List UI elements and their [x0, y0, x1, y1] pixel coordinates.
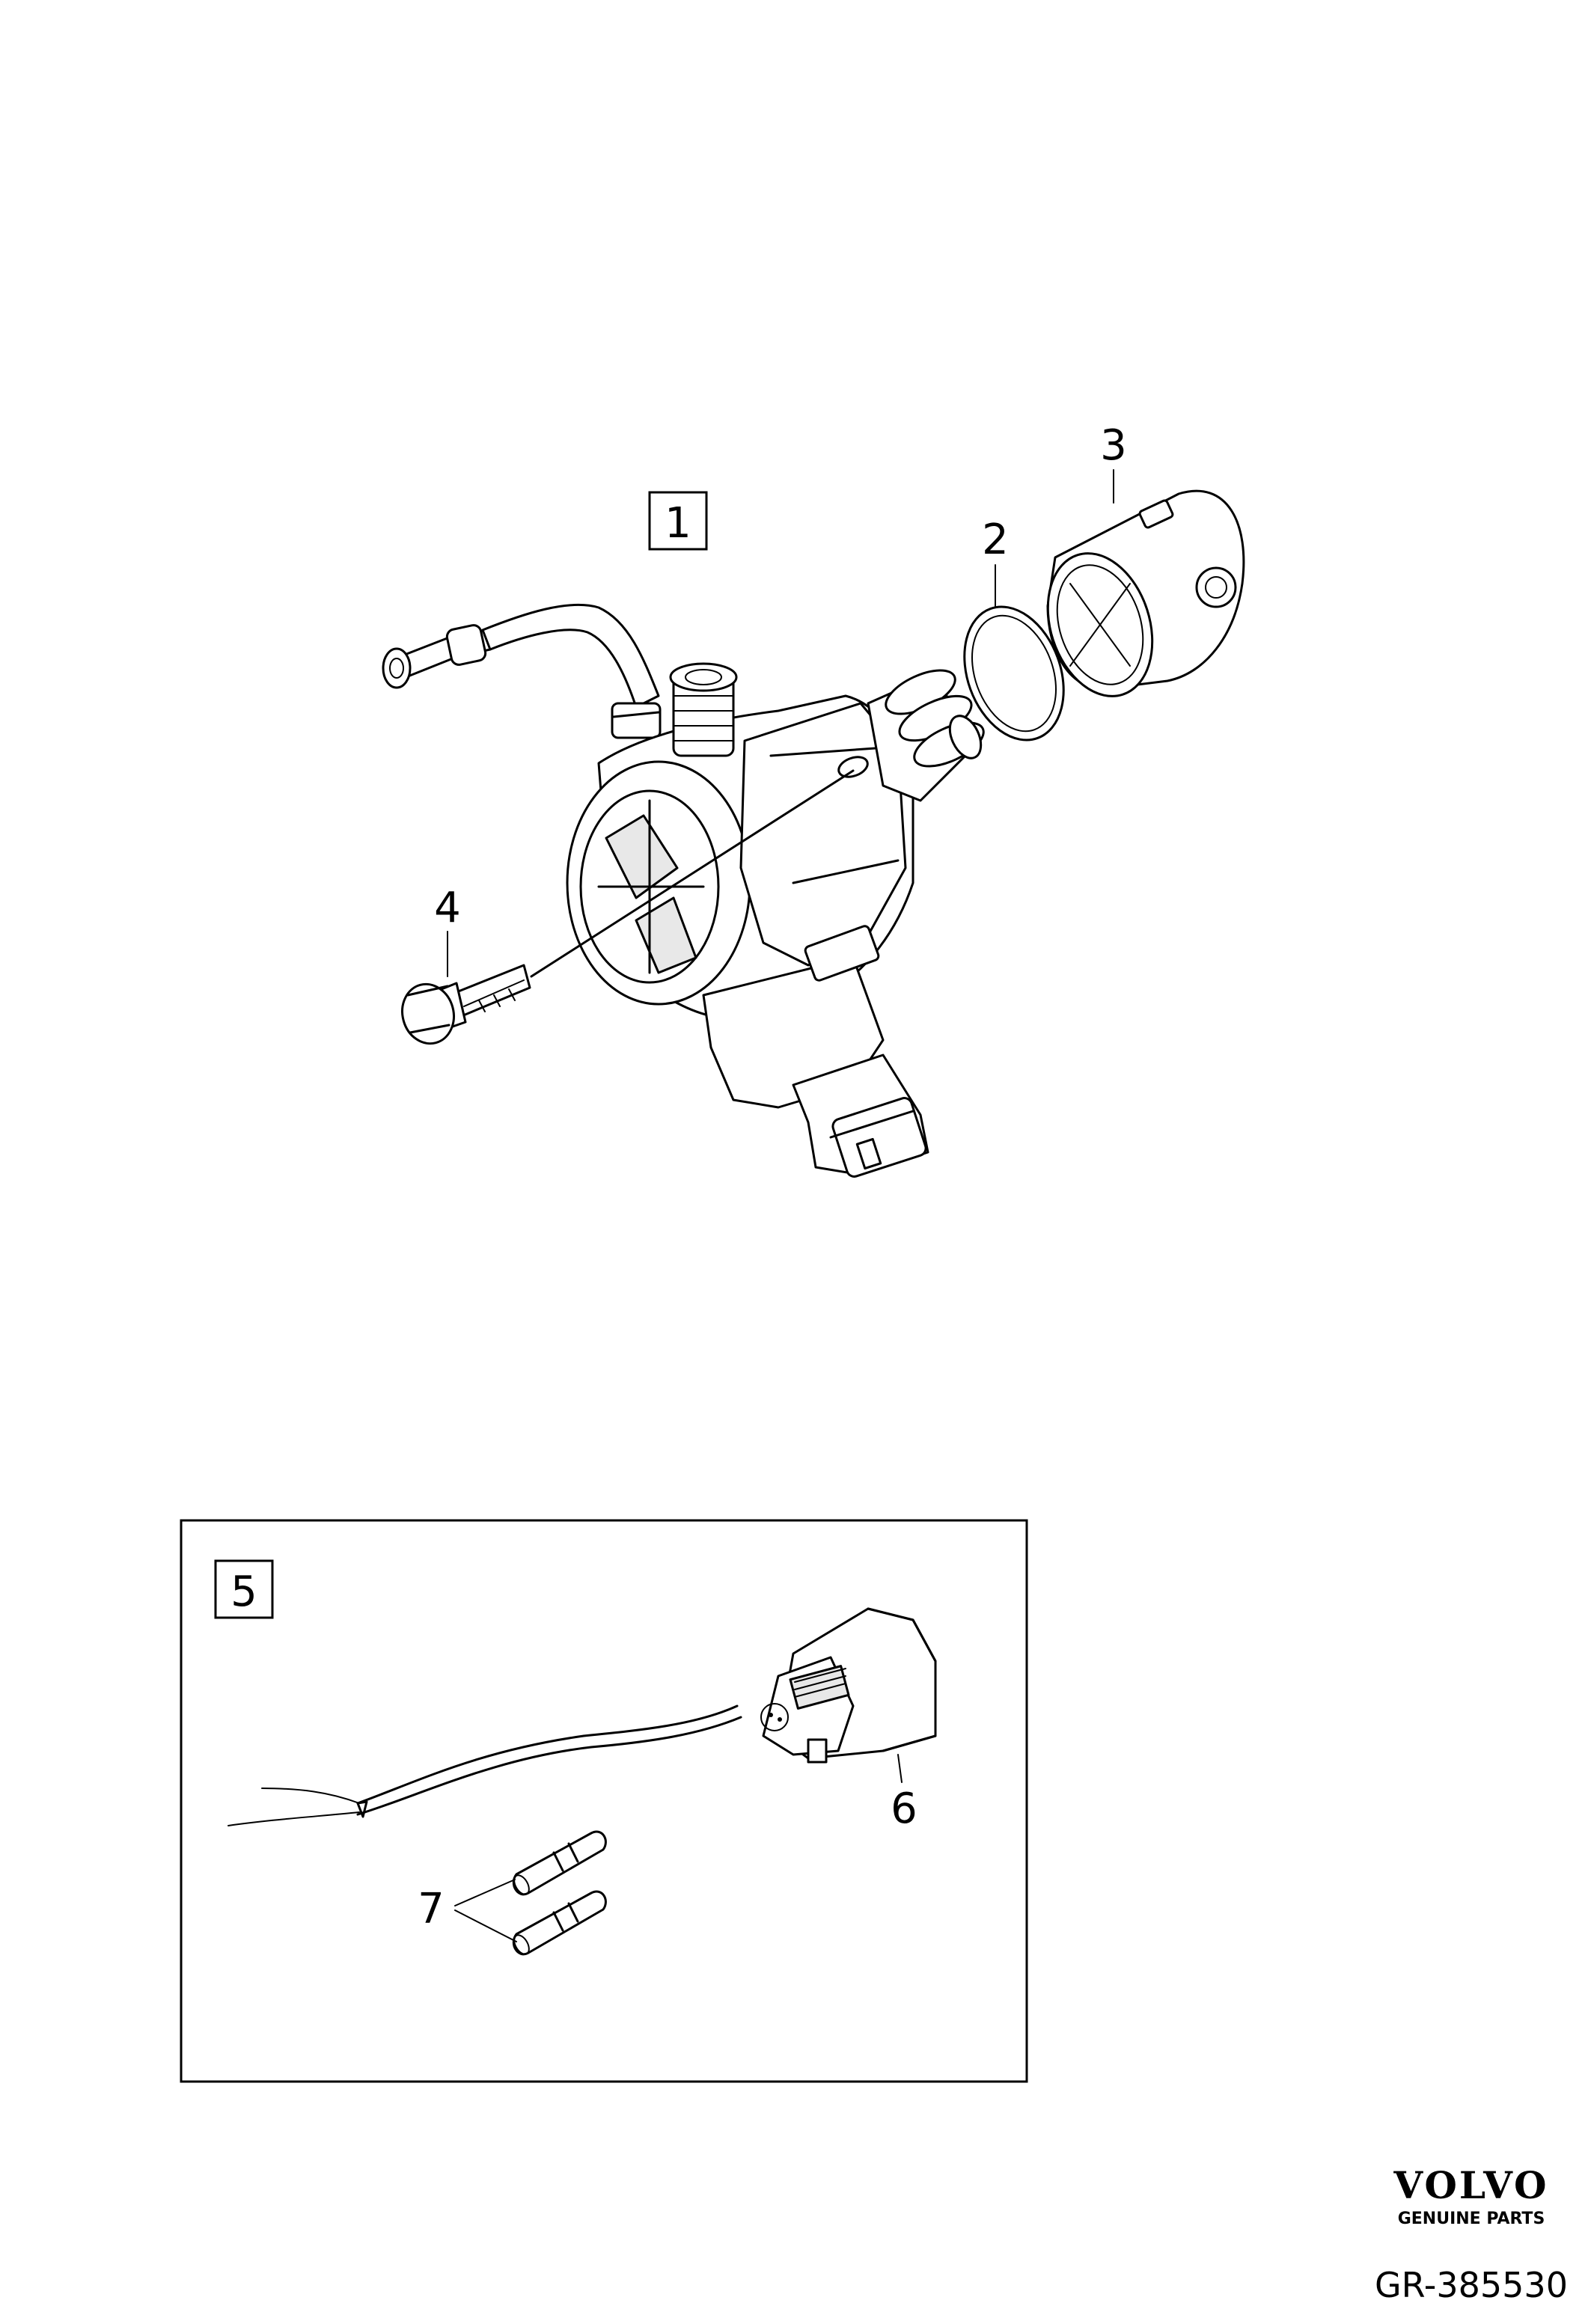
group-5-number: 5	[230, 1568, 257, 1616]
callout-4: 4	[434, 884, 461, 932]
wire-harness	[227, 1704, 742, 1826]
volvo-logo-text: VOLVO	[1393, 2163, 1548, 2207]
group-1-number: 1	[665, 499, 691, 548]
callout-3: 3	[1100, 421, 1127, 470]
o-ring	[963, 605, 1065, 741]
leader-6	[897, 1754, 903, 1783]
group-5-label: 5	[214, 1559, 274, 1619]
callout-2: 2	[982, 516, 1009, 564]
wiring-kit-frame	[180, 1519, 1028, 2083]
leader-7a	[454, 1879, 516, 1906]
bolt-axis-line	[530, 769, 855, 978]
group-1-label: 1	[648, 491, 708, 551]
callout-6: 6	[891, 1785, 917, 1833]
callout-7: 7	[418, 1885, 445, 1933]
leader-7b	[454, 1909, 517, 1942]
genuine-parts-text: GENUINE PARTS	[1398, 2210, 1545, 2228]
pump-body	[566, 662, 985, 1178]
flange-bolt	[401, 964, 531, 1045]
fuel-feed-pipe	[382, 603, 662, 739]
wire-connector	[760, 1607, 937, 1764]
butt-connector-lower	[512, 1890, 607, 1956]
sleeve	[1046, 489, 1245, 697]
diagram-reference: GR-385530	[1375, 2265, 1568, 2305]
butt-connector-upper	[512, 1830, 607, 1896]
